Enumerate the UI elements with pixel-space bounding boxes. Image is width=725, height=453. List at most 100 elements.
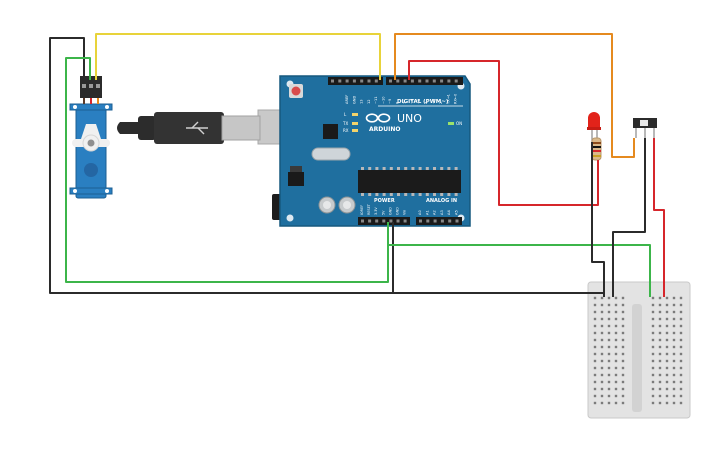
breadboard-hole[interactable] (665, 359, 669, 363)
breadboard-hole[interactable] (614, 345, 618, 349)
breadboard-hole[interactable] (679, 394, 683, 398)
breadboard-hole[interactable] (665, 324, 669, 328)
breadboard-hole[interactable] (679, 303, 683, 307)
breadboard-hole[interactable] (600, 317, 604, 321)
header-pin[interactable] (361, 219, 364, 223)
breadboard-hole[interactable] (658, 324, 662, 328)
breadboard-hole[interactable] (607, 352, 611, 356)
breadboard-hole[interactable] (600, 401, 604, 405)
breadboard-hole[interactable] (651, 303, 655, 307)
breadboard-hole[interactable] (607, 345, 611, 349)
breadboard-hole[interactable] (651, 331, 655, 335)
header-pin[interactable] (410, 79, 414, 83)
breadboard-hole[interactable] (621, 352, 625, 356)
header-pin[interactable] (389, 219, 393, 223)
breadboard-hole[interactable] (600, 373, 604, 377)
header-pin[interactable] (403, 79, 407, 83)
breadboard-hole[interactable] (621, 359, 625, 363)
breadboard-hole[interactable] (600, 303, 604, 307)
breadboard-hole[interactable] (600, 310, 604, 314)
usb-cable-icon[interactable] (117, 112, 261, 144)
breadboard-hole[interactable] (658, 373, 662, 377)
breadboard-hole[interactable] (679, 296, 683, 300)
breadboard-hole[interactable] (621, 380, 625, 384)
servo-pin[interactable] (82, 84, 86, 88)
breadboard-hole[interactable] (593, 324, 597, 328)
breadboard-hole[interactable] (679, 359, 683, 363)
breadboard-hole[interactable] (672, 401, 676, 405)
breadboard-hole[interactable] (593, 401, 597, 405)
breadboard-hole[interactable] (665, 373, 669, 377)
breadboard-hole[interactable] (672, 324, 676, 328)
header-pin[interactable] (360, 79, 364, 83)
header-pin[interactable] (454, 79, 458, 83)
breadboard-hole[interactable] (658, 317, 662, 321)
breadboard-hole[interactable] (593, 338, 597, 342)
header-pin[interactable] (396, 219, 400, 223)
breadboard-hole[interactable] (614, 366, 618, 370)
breadboard-hole[interactable] (614, 317, 618, 321)
breadboard-hole[interactable] (600, 296, 604, 300)
breadboard-hole[interactable] (607, 317, 611, 321)
breadboard-hole[interactable] (672, 387, 676, 391)
resistor-icon[interactable] (591, 137, 602, 161)
breadboard-hole[interactable] (651, 352, 655, 356)
breadboard-hole[interactable] (665, 380, 669, 384)
header-pin[interactable] (432, 79, 436, 83)
breadboard-hole[interactable] (679, 401, 683, 405)
breadboard-hole[interactable] (607, 338, 611, 342)
breadboard-hole[interactable] (665, 296, 669, 300)
breadboard-hole[interactable] (651, 380, 655, 384)
breadboard-hole[interactable] (679, 387, 683, 391)
breadboard-hole[interactable] (607, 324, 611, 328)
breadboard-hole[interactable] (651, 310, 655, 314)
servo-pin[interactable] (96, 84, 100, 88)
breadboard-hole[interactable] (593, 366, 597, 370)
header-pin[interactable] (425, 79, 429, 83)
breadboard-hole[interactable] (621, 317, 625, 321)
breadboard-hole[interactable] (607, 331, 611, 335)
breadboard-hole[interactable] (593, 387, 597, 391)
breadboard-hole[interactable] (614, 303, 618, 307)
header-pin[interactable] (331, 79, 334, 83)
breadboard-hole[interactable] (665, 352, 669, 356)
servo-motor-icon[interactable] (69, 76, 113, 199)
breadboard-hole[interactable] (665, 317, 669, 321)
breadboard-hole[interactable] (651, 324, 655, 328)
breadboard-hole[interactable] (665, 366, 669, 370)
breadboard-hole[interactable] (658, 394, 662, 398)
breadboard-hole[interactable] (621, 324, 625, 328)
breadboard-hole[interactable] (593, 394, 597, 398)
breadboard-hole[interactable] (658, 303, 662, 307)
breadboard-hole[interactable] (651, 366, 655, 370)
breadboard-hole[interactable] (621, 310, 625, 314)
header-pin[interactable] (389, 79, 392, 83)
breadboard-hole[interactable] (679, 380, 683, 384)
breadboard-hole[interactable] (600, 338, 604, 342)
breadboard-hole[interactable] (658, 345, 662, 349)
header-pin[interactable] (440, 219, 444, 223)
breadboard-hole[interactable] (665, 345, 669, 349)
breadboard-hole[interactable] (672, 317, 676, 321)
breadboard-hole[interactable] (658, 338, 662, 342)
breadboard-hole[interactable] (600, 345, 604, 349)
breadboard-hole[interactable] (621, 345, 625, 349)
breadboard-hole[interactable] (679, 317, 683, 321)
breadboard-hole[interactable] (672, 345, 676, 349)
breadboard-hole[interactable] (593, 352, 597, 356)
header-pin[interactable] (418, 79, 422, 83)
breadboard-hole[interactable] (607, 380, 611, 384)
breadboard-hole[interactable] (614, 310, 618, 314)
breadboard-hole[interactable] (651, 317, 655, 321)
breadboard-hole[interactable] (614, 401, 618, 405)
breadboard-hole[interactable] (614, 359, 618, 363)
breadboard-hole[interactable] (651, 401, 655, 405)
breadboard-hole[interactable] (614, 387, 618, 391)
header-pin[interactable] (374, 79, 378, 83)
header-pin[interactable] (382, 219, 386, 223)
breadboard-hole[interactable] (614, 394, 618, 398)
header-pin[interactable] (345, 79, 349, 83)
breadboard-hole[interactable] (651, 296, 655, 300)
breadboard-hole[interactable] (593, 317, 597, 321)
